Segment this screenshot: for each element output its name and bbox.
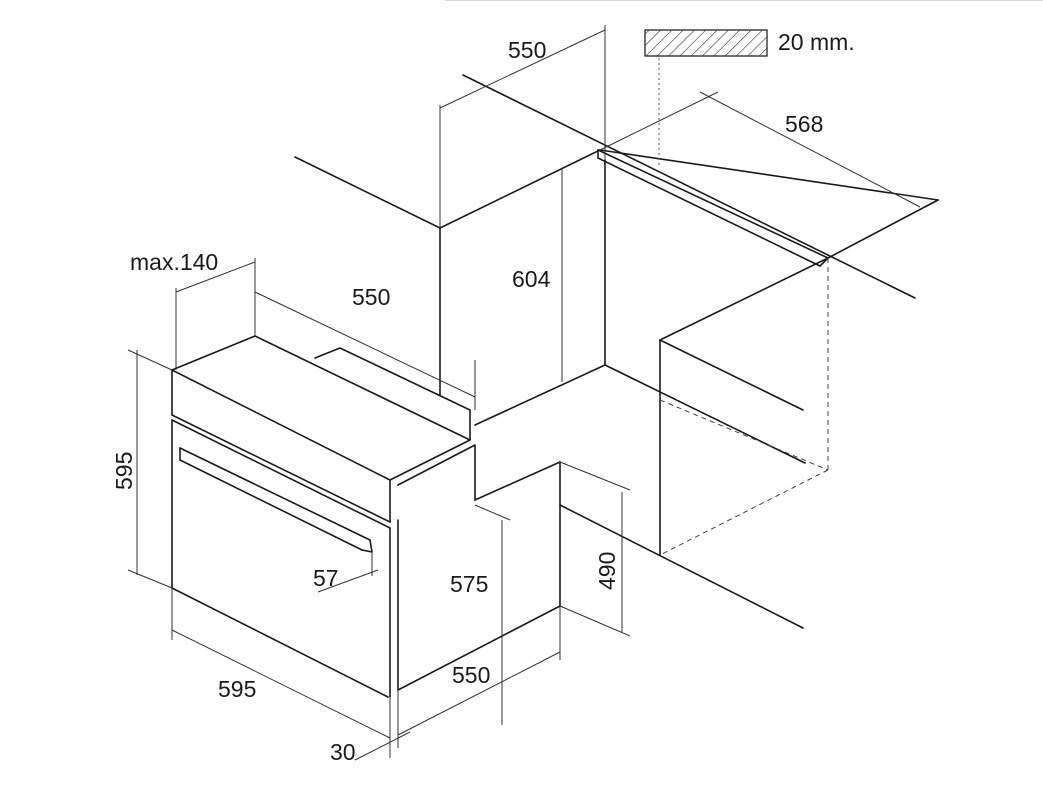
dim-front-panel-thickness: 30: [330, 739, 356, 765]
top-border-rule: [445, 0, 1043, 1]
dim-cabinet-depth-top: 550: [508, 37, 546, 63]
dim-cabinet-height: 604: [512, 266, 551, 292]
dimension-lines: [127, 25, 921, 761]
oven-body: [171, 335, 561, 698]
dim-oven-body-depth: 550: [452, 662, 490, 688]
dim-oven-body-height: 575: [450, 571, 488, 597]
thickness-legend-label: 20 mm.: [778, 29, 855, 55]
hatched-panel-swatch: [644, 29, 768, 57]
dim-oven-height: 595: [111, 452, 137, 490]
thickness-legend: 20 mm.: [644, 29, 855, 57]
dim-oven-depth: 550: [352, 284, 390, 310]
dim-handle-projection: 57: [313, 565, 339, 591]
dim-cabinet-base-height: 490: [594, 552, 620, 590]
dimension-labels: 550 568 604 max.140 550 595 57 575 490 5…: [111, 37, 823, 765]
cabinet-outline: [294, 74, 939, 629]
dim-cabinet-width: 568: [785, 111, 823, 137]
dim-oven-width: 595: [218, 676, 256, 702]
dim-cutout-depth: max.140: [130, 249, 218, 275]
